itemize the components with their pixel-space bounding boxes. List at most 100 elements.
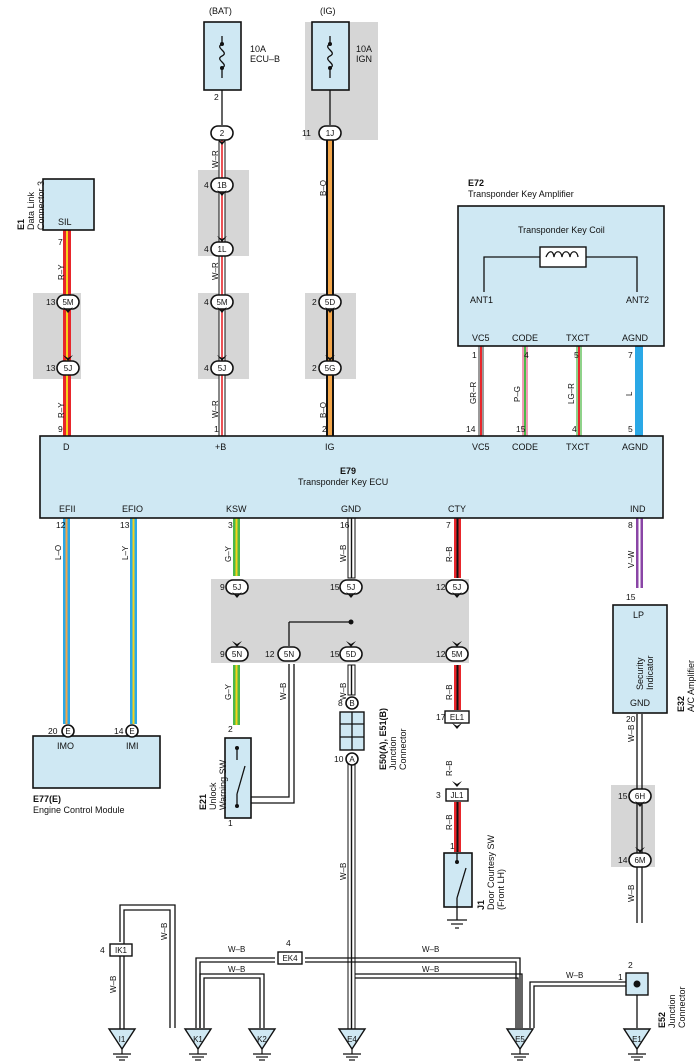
pin-number: 8	[338, 698, 343, 708]
wire-color-label: B–O	[319, 402, 328, 418]
wire-v-w	[636, 518, 643, 588]
e50-name2: Connector	[398, 728, 408, 770]
ac-amplifier: LP GND Security Indicator E32 A/C Amplif…	[612, 604, 696, 714]
ground-e1: E1	[622, 1028, 652, 1061]
ecu-b-label: +B	[215, 442, 226, 452]
pin-number: 3	[228, 520, 233, 530]
pin-number: 20	[626, 714, 636, 724]
svg-text:6M: 6M	[634, 856, 645, 865]
connector-e: E	[125, 724, 139, 738]
connector-b: B	[345, 696, 359, 710]
ecu-code-label: CODE	[512, 442, 538, 452]
ig-label: (IG)	[320, 6, 336, 16]
e52-name2: Connector	[677, 986, 687, 1028]
wire-p-g	[522, 346, 528, 436]
e72-name: Transponder Key Amplifier	[468, 189, 574, 199]
splice-line	[288, 621, 351, 646]
amp-agnd-label: AGND	[622, 333, 649, 343]
wire-color-label: R–B	[445, 684, 454, 700]
pin-number: 12	[436, 649, 446, 659]
wire-color-label: LG–R	[567, 383, 576, 404]
pin-number: 20	[48, 726, 58, 736]
pin-number: 13	[120, 520, 130, 530]
e77-name: Engine Control Module	[33, 805, 125, 815]
pin-number: 9	[220, 582, 225, 592]
wire-color-label: B–O	[319, 180, 328, 196]
pin-number: 12	[265, 649, 275, 659]
svg-text:K1: K1	[193, 1035, 203, 1044]
unlock-warning-switch: E21 Unlock Warning SW	[198, 737, 252, 819]
wire-lg-r	[576, 346, 582, 436]
svg-text:EK4: EK4	[282, 954, 298, 963]
pin-number: 4	[100, 945, 105, 955]
svg-text:5J: 5J	[218, 364, 226, 373]
ecu-efii-label: EFII	[59, 504, 76, 514]
ecu-agnd-label: AGND	[622, 442, 649, 452]
pin-number: 12	[56, 520, 66, 530]
ecm-imi-label: IMI	[126, 741, 139, 751]
wire-color-label: R–B	[445, 546, 454, 562]
svg-text:5M: 5M	[62, 298, 73, 307]
pin-e52-1: 1	[618, 972, 623, 982]
connector-jl1: JL1	[445, 788, 469, 802]
svg-text:EL1: EL1	[450, 713, 465, 722]
j1-name1: Door Courtesy SW	[486, 834, 496, 910]
connector-6m: 6M	[628, 852, 652, 868]
engine-control-module: IMO IMI E77(E) Engine Control Module	[32, 735, 161, 815]
connector-5j: 5J	[225, 579, 249, 595]
wire-g-y	[233, 518, 240, 725]
ant1-label: ANT1	[470, 295, 493, 305]
svg-text:2: 2	[220, 129, 225, 138]
pin-number: 7	[628, 350, 633, 360]
e1-name2: Connector 3	[36, 181, 46, 230]
ecu-ind-label: IND	[630, 504, 646, 514]
j1-code: J1	[476, 900, 486, 910]
e79-code: E79	[340, 466, 356, 476]
ecu-gnd-label: GND	[341, 504, 362, 514]
wire-r-b	[454, 518, 461, 852]
wire-color-label: W–B	[339, 683, 348, 700]
e79-name: Transponder Key ECU	[298, 477, 388, 487]
security-label1: Security	[635, 657, 645, 690]
pin-number: 7	[58, 237, 63, 247]
svg-text:B: B	[349, 699, 354, 708]
connector-1j: 1J	[318, 125, 342, 141]
e77-code: E77(E)	[33, 794, 61, 804]
svg-text:I1: I1	[119, 1035, 126, 1044]
wire-r-y-data-link	[63, 230, 71, 436]
wire-gr-r	[478, 346, 484, 436]
pin-number: 15	[626, 592, 636, 602]
wire-color-label: R–B	[445, 760, 454, 776]
pin-number: 3	[436, 790, 441, 800]
e32-code: E32	[676, 696, 686, 712]
ecu-ksw-label: KSW	[226, 504, 247, 514]
wire-color-label: L–O	[54, 545, 63, 560]
svg-text:5J: 5J	[64, 364, 72, 373]
pin-number: 13	[46, 363, 56, 373]
fuse-ign: (IG) 10A IGN	[311, 6, 372, 91]
pin-number: 11	[302, 128, 311, 138]
bat-label: (BAT)	[209, 6, 232, 16]
svg-text:A: A	[349, 755, 355, 764]
wire-color-label: GR–R	[469, 382, 478, 404]
svg-text:1B: 1B	[217, 181, 227, 190]
e50-code: E50(A), E51(B)	[378, 708, 388, 770]
junction-connector-e50: E50(A), E51(B) Junction Connector	[339, 708, 408, 770]
amp-code-label: CODE	[512, 333, 538, 343]
fuse-ecu-b: (BAT) 10A ECU–B	[203, 6, 280, 91]
wire-color-label: G–Y	[224, 545, 233, 562]
wire-l	[635, 346, 643, 436]
connector-a: A	[345, 752, 359, 766]
svg-text:1J: 1J	[326, 129, 334, 138]
ecu-cty-label: CTY	[448, 504, 466, 514]
ant2-label: ANT2	[626, 295, 649, 305]
pin-number: 14	[114, 726, 124, 736]
wire-color-label: W–B	[627, 885, 636, 902]
wire-color-label: W–R	[211, 262, 220, 280]
pin-number: 15	[330, 649, 340, 659]
connector-5d: 5D	[339, 646, 363, 662]
wire-color-label: W–R	[211, 150, 220, 168]
wire-color-label: V–W	[627, 550, 636, 568]
pin-number: 7	[446, 520, 451, 530]
svg-text:E5: E5	[515, 1035, 525, 1044]
